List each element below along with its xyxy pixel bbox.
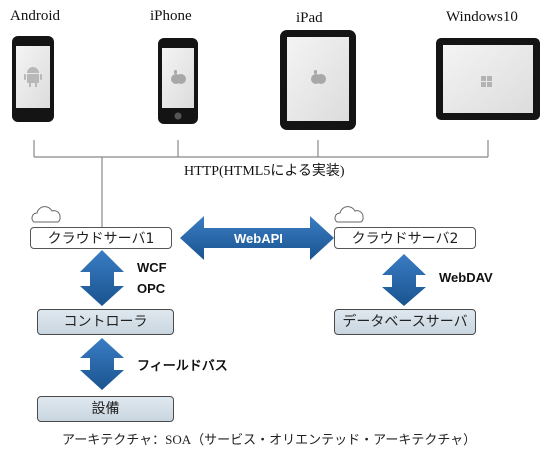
windows-tablet bbox=[436, 38, 540, 120]
webdav-arrow bbox=[382, 254, 426, 306]
cloud-icon bbox=[31, 206, 61, 223]
windows10-label: Windows10 bbox=[446, 9, 518, 25]
iphone-device bbox=[158, 38, 198, 124]
webapi-label: WebAPI bbox=[234, 231, 283, 246]
diagram-caption: アーキテクチャ：SOA（サービス・オリエンテッド・アーキテクチャ） bbox=[62, 432, 477, 447]
android-phone bbox=[12, 36, 54, 122]
apple-icon bbox=[171, 70, 186, 84]
fieldbus-arrow bbox=[80, 338, 124, 390]
http-connector-lines bbox=[33, 140, 489, 228]
equipment-box: 設備 bbox=[37, 396, 174, 422]
android-icon bbox=[24, 67, 42, 87]
opc-label: OPC bbox=[137, 281, 166, 296]
ipad-device bbox=[280, 30, 356, 130]
apple-icon bbox=[311, 70, 326, 84]
windows-icon bbox=[481, 76, 492, 87]
cloud-server-2-box: クラウドサーバ2 bbox=[334, 227, 476, 249]
webapi-arrow bbox=[180, 216, 334, 260]
fieldbus-label: フィールドバス bbox=[137, 358, 228, 373]
controller-box: コントローラ bbox=[37, 309, 174, 335]
wcf-opc-arrow bbox=[80, 250, 124, 306]
wcf-label: WCF bbox=[137, 260, 167, 275]
cloud-icon bbox=[334, 206, 364, 223]
iphone-label: iPhone bbox=[150, 8, 192, 24]
android-label: Android bbox=[10, 8, 60, 24]
ipad-label: iPad bbox=[296, 10, 323, 26]
cloud-server-1-box: クラウドサーバ1 bbox=[30, 227, 172, 249]
database-server-box: データベースサーバ bbox=[334, 309, 476, 335]
http-label: HTTP(HTML5による実装) bbox=[181, 160, 348, 180]
webdav-label: WebDAV bbox=[439, 270, 493, 285]
